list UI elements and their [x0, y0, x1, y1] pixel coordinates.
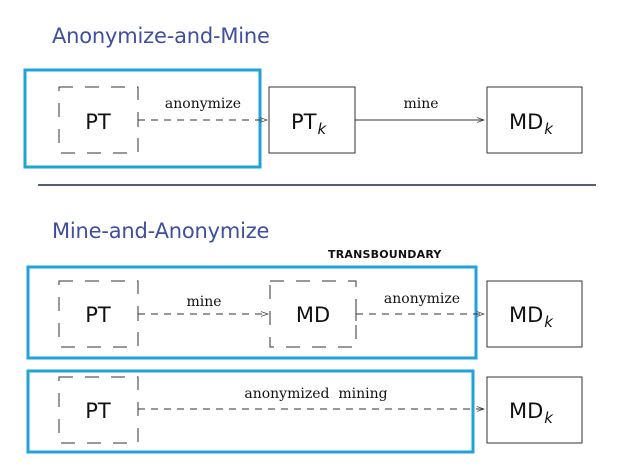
row1-node-md-label: MD	[296, 303, 330, 327]
row1-edge-label-anonymize: anonymize	[384, 291, 460, 307]
highlight-box-anonymize	[23, 68, 262, 169]
node-ptk-label: PTk	[291, 110, 328, 138]
row1-node-mdk	[486, 280, 583, 348]
section-title-anonymize-and-mine: Anonymize-and-Mine	[52, 24, 270, 48]
row1-node-mdk-label: MDk	[509, 303, 554, 331]
row2-node-mdk	[486, 376, 583, 444]
highlight-box-row2	[26, 369, 475, 454]
node-mdk	[486, 86, 583, 154]
row2-node-pt-label: PT	[85, 399, 111, 423]
section-title-mine-and-anonymize: Mine-and-Anonymize	[52, 219, 270, 243]
row2-edge-label-anonymized-mining: anonymized mining	[244, 386, 387, 402]
edge-label-mine: mine	[403, 96, 438, 112]
row1-node-md-dashed	[269, 280, 357, 348]
row1-node-pt-label: PT	[85, 303, 111, 327]
edge-label-anonymize: anonymize	[165, 96, 241, 112]
row1-edge-label-mine: mine	[186, 294, 221, 310]
node-pt-label: PT	[85, 110, 111, 134]
row2-node-mdk-label: MDk	[509, 399, 554, 427]
transboundary-label: TRANSBOUNDARY	[328, 248, 442, 261]
highlight-box-row1	[26, 265, 478, 360]
node-mdk-label: MDk	[509, 110, 554, 138]
